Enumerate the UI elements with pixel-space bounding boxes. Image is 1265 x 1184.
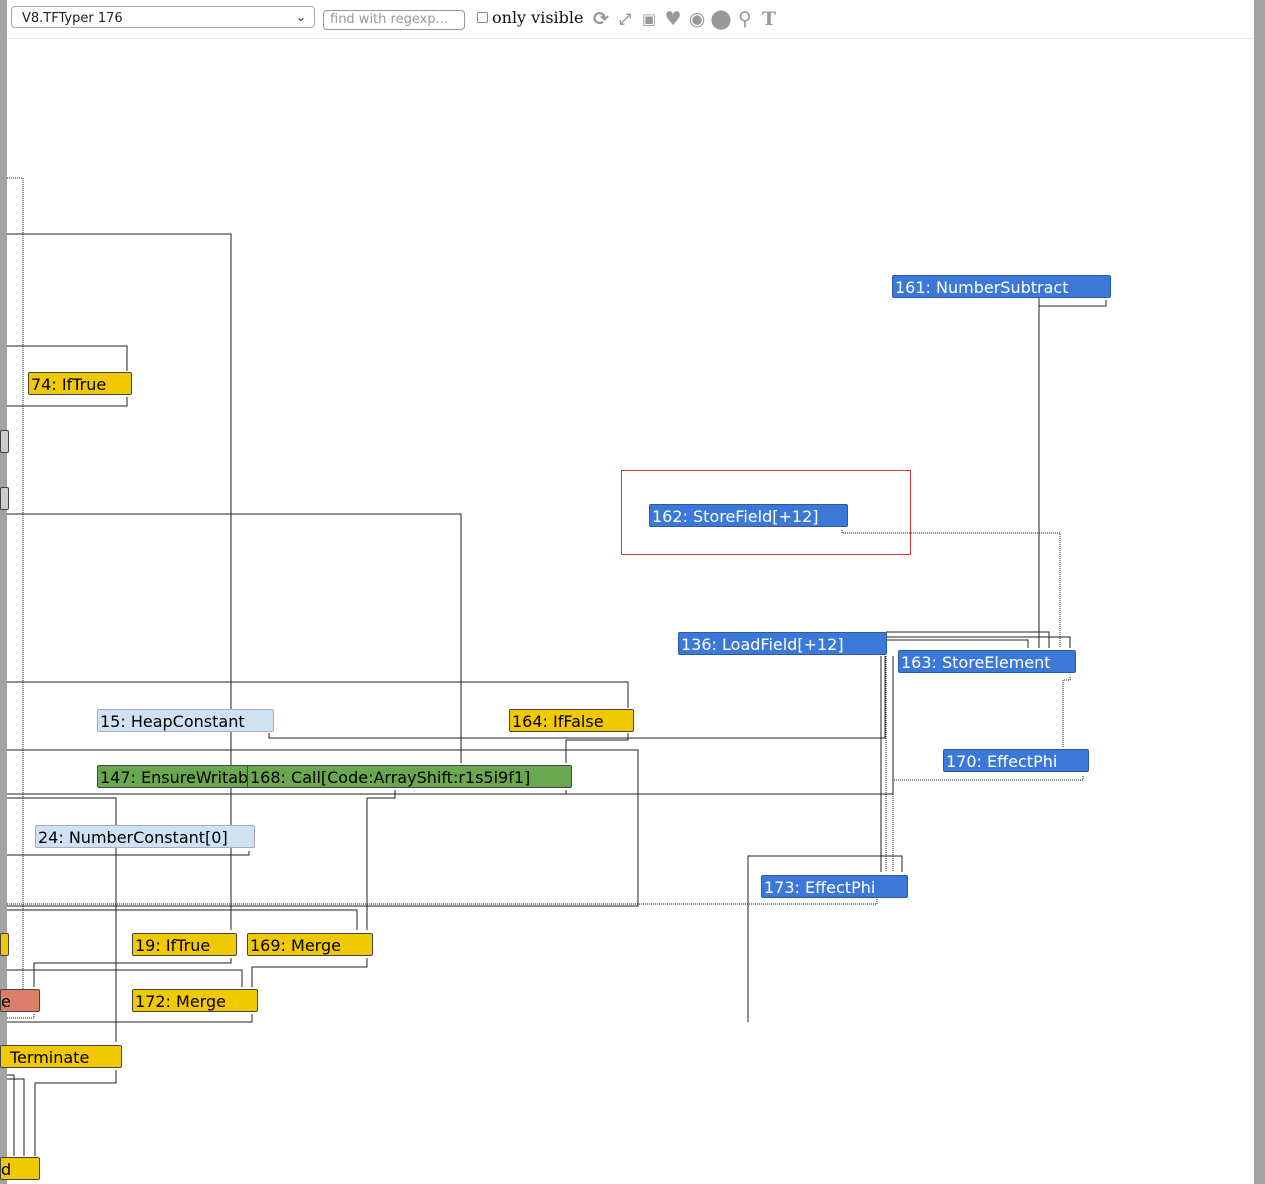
graph-node-partial[interactable] (0, 933, 9, 956)
graph-node-partial-red[interactable]: e (0, 989, 40, 1012)
hide-unselected-icon[interactable]: ♥ (664, 8, 682, 30)
graph-node-164[interactable]: 164: IfFalse (509, 709, 634, 732)
hide-selected-icon[interactable]: ⬤ (710, 8, 732, 30)
only-visible-toggle[interactable]: only visible (477, 8, 584, 27)
toggle-types-icon[interactable]: ▣ (641, 10, 657, 28)
graph-toolbar: V8.TFTyper 176 ⌄ find with regexp… only v… (7, 0, 1254, 39)
edges (7, 177, 1107, 1156)
graph-node-74[interactable]: 74: IfTrue (28, 372, 132, 395)
graph-node-163[interactable]: 163: StoreElement (898, 650, 1076, 673)
graph-node-24[interactable]: 24: NumberConstant[0] (35, 825, 255, 848)
graph-node-136[interactable]: 136: LoadField[+12] (678, 632, 887, 655)
graph-node-partial[interactable] (0, 487, 9, 510)
graph-node-partial[interactable] (0, 430, 9, 453)
show-selected-icon[interactable]: ◉ (688, 8, 706, 30)
graph-node-terminate[interactable]: Terminate (0, 1045, 122, 1068)
right-panel-divider[interactable] (1254, 0, 1265, 1184)
graph-node-170[interactable]: 170: EffectPhi (943, 749, 1089, 772)
show-all-icon[interactable]: ⤢ (618, 10, 631, 28)
search-input[interactable]: find with regexp… (323, 10, 465, 30)
only-visible-checkbox[interactable] (477, 12, 488, 23)
selection-rectangle (621, 470, 911, 555)
graph-node-147[interactable]: 147: EnsureWritab (97, 765, 249, 788)
graph-node-19[interactable]: 19: IfTrue (132, 933, 237, 956)
graph-node-161[interactable]: 161: NumberSubtract (892, 275, 1111, 298)
graph-node-15[interactable]: 15: HeapConstant (97, 709, 274, 732)
phase-select[interactable]: V8.TFTyper 176 ⌄ (11, 6, 315, 28)
only-visible-label: only visible (492, 8, 584, 27)
graph-node-173[interactable]: 173: EffectPhi (761, 875, 908, 898)
left-panel-divider[interactable] (0, 0, 7, 1184)
toggle-types-text-icon[interactable]: T (761, 8, 777, 30)
layout-icon[interactable]: ⟳ (593, 8, 609, 30)
graph-node-172[interactable]: 172: Merge (132, 989, 258, 1012)
chevron-down-icon: ⌄ (295, 10, 306, 24)
graph-node-169[interactable]: 169: Merge (247, 933, 373, 956)
graph-node-end[interactable]: d (0, 1157, 40, 1180)
zoom-selection-icon[interactable]: ⚲ (738, 8, 752, 30)
graph-node-168[interactable]: 168: Call[Code:ArrayShift:r1s5i9f1] (247, 765, 572, 788)
graph-node-162[interactable]: 162: StoreField[+12] (649, 504, 848, 527)
phase-select-value: V8.TFTyper 176 (22, 11, 123, 26)
